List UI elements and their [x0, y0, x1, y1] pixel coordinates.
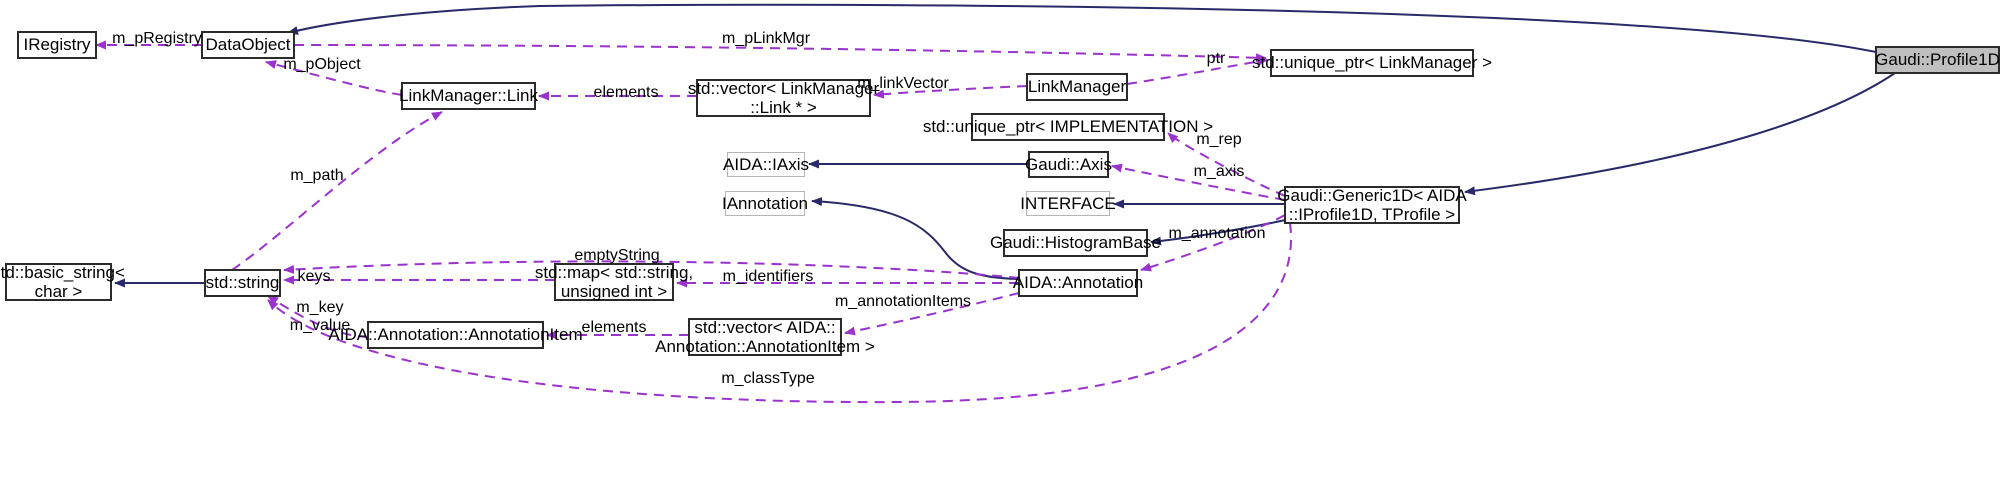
class-node-uptr_implementation[interactable]: std::unique_ptr< IMPLEMENTATION >	[923, 114, 1213, 140]
class-node-profile1d[interactable]: Gaudi::Profile1D	[1875, 47, 2000, 73]
class-node-uptr_linkmanager[interactable]: std::unique_ptr< LinkManager >	[1252, 50, 1492, 76]
edge-m-plinkmgr	[293, 44, 1267, 63]
class-node-annotation_item[interactable]: AIDA::Annotation::AnnotationItem	[328, 322, 583, 348]
edge-m-axis	[1111, 163, 1286, 201]
edge-profile1d-to-generic1d	[1464, 72, 1896, 196]
edge-m-annotationitems	[844, 292, 1020, 336]
edge-m-classtype	[267, 222, 1292, 404]
class-node-linkmanager[interactable]: LinkManager	[1027, 74, 1127, 100]
edge-m-linkvector	[873, 85, 1028, 99]
edge-profile1d-to-dataobject	[287, 3, 1877, 53]
class-node-interface[interactable]: INTERFACE	[1020, 191, 1116, 216]
class-node-histogrambase[interactable]: Gaudi::HistogramBase	[990, 230, 1161, 256]
class-node-basic_string[interactable]: std::basic_string< char >	[0, 262, 125, 301]
class-node-vector_item[interactable]: std::vector< AIDA:: Annotation::Annotati…	[655, 317, 875, 356]
class-node-generic1d[interactable]: Gaudi::Generic1D< AIDA ::IProfile1D, TPr…	[1277, 185, 1467, 224]
edge-m-path	[231, 111, 443, 271]
class-node-map_string_uint[interactable]: std::map< std::string, unsigned int >	[534, 262, 694, 301]
edge-emptystring	[283, 260, 1020, 279]
class-node-std_string[interactable]: std::string	[205, 270, 280, 296]
edge-m-pobject	[265, 60, 403, 96]
class-node-gaudi_axis[interactable]: Gaudi::Axis	[1025, 152, 1112, 177]
edge-m-key-m-value	[267, 295, 369, 338]
class-node-vector_link_ptr[interactable]: std::vector< LinkManager ::Link * >	[687, 78, 880, 117]
class-node-linkmanager_link[interactable]: LinkManager::Link	[399, 83, 538, 109]
class-node-aida_iaxis[interactable]: AIDA::IAxis	[723, 152, 809, 177]
class-node-aida_annotation[interactable]: AIDA::Annotation	[1013, 270, 1143, 296]
class-node-dataobject[interactable]: DataObject	[202, 32, 294, 58]
edge-ptr	[1126, 57, 1268, 85]
edge-m-annotation	[1140, 214, 1286, 272]
usage-edges	[95, 40, 1292, 404]
edge-generic1d-to-histogrambase	[1150, 218, 1291, 246]
class-node-iregistry[interactable]: IRegistry	[18, 32, 96, 58]
edge-m-rep	[1167, 132, 1286, 197]
class-node-iannotation[interactable]: IAnnotation	[722, 191, 808, 216]
